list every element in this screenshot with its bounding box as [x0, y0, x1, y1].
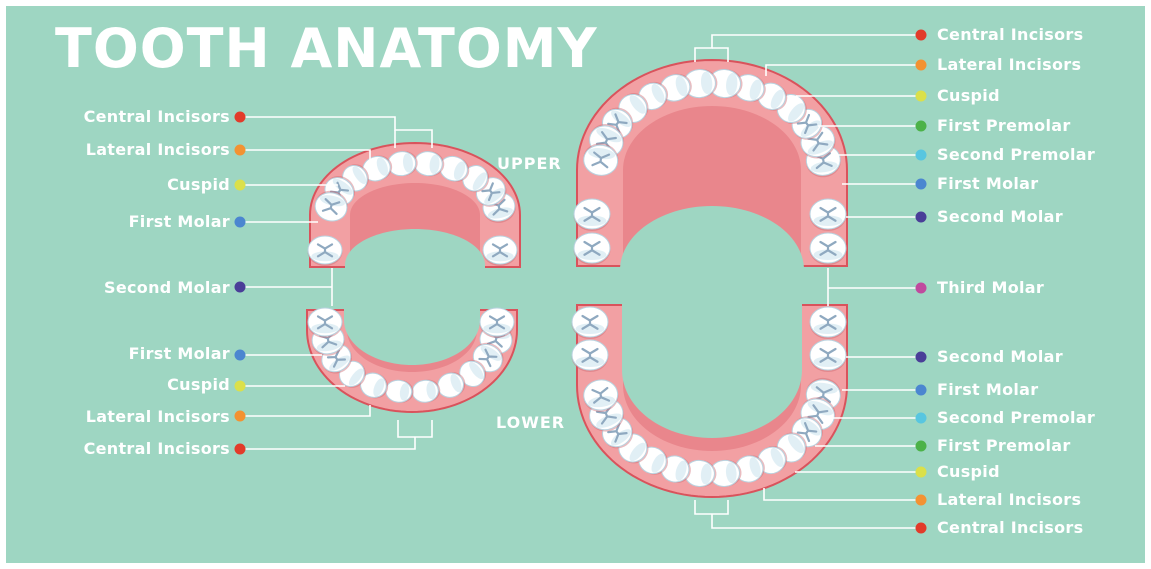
primary-upper-label: Cuspid — [0, 175, 230, 195]
primary-lower-label: Lateral Incisors — [0, 407, 230, 427]
permanent-upper-label: Cuspid — [937, 86, 1000, 106]
color-dot — [916, 523, 927, 534]
color-dot — [235, 411, 246, 422]
permanent-lower-label: Lateral Incisors — [937, 490, 1081, 510]
molar-tooth — [810, 307, 847, 339]
molar-tooth — [810, 199, 847, 231]
permanent-third-molar-label: Third Molar — [937, 278, 1044, 298]
leader-line — [695, 35, 921, 62]
primary-upper-arch — [308, 143, 521, 271]
permanent-upper-label: Second Molar — [937, 207, 1063, 227]
molar-tooth — [810, 340, 847, 372]
leader-line — [766, 65, 921, 76]
lower-jaw-label: LOWER — [496, 413, 565, 432]
permanent-upper-label: Second Premolar — [937, 145, 1095, 165]
leader-line — [695, 500, 728, 514]
leader-line — [240, 405, 370, 416]
permanent-lower-label: First Premolar — [937, 436, 1071, 456]
color-dot — [235, 145, 246, 156]
permanent-lower-label: Second Molar — [937, 347, 1063, 367]
permanent-upper-label: First Premolar — [937, 116, 1071, 136]
color-dot — [235, 350, 246, 361]
molar-tooth — [574, 233, 611, 265]
color-dot — [916, 212, 927, 223]
color-dot — [916, 413, 927, 424]
leader-line — [764, 488, 921, 500]
permanent-lower-label: Central Incisors — [937, 518, 1083, 538]
primary-upper-label: First Molar — [0, 212, 230, 232]
color-dot — [916, 30, 927, 41]
color-dot — [916, 121, 927, 132]
color-dot — [235, 180, 246, 191]
color-dot — [916, 60, 927, 71]
permanent-upper-label: Central Incisors — [937, 25, 1083, 45]
molar-tooth — [480, 308, 515, 338]
permanent-lower-label: Cuspid — [937, 462, 1000, 482]
primary-lower-label: Cuspid — [0, 375, 230, 395]
primary-lower-label: Central Incisors — [0, 439, 230, 459]
molar-tooth — [483, 236, 518, 266]
palate-opening — [622, 301, 802, 438]
color-dot — [916, 91, 927, 102]
leader-line — [712, 514, 921, 528]
permanent-upper-label: First Molar — [937, 174, 1038, 194]
permanent-lower-label: First Molar — [937, 380, 1038, 400]
primary-lower-arch — [307, 306, 517, 412]
color-dot — [916, 283, 927, 294]
molar-tooth — [572, 307, 609, 339]
color-dot — [235, 282, 246, 293]
permanent-upper-arch — [574, 60, 848, 270]
leader-line — [398, 420, 432, 437]
color-dot — [916, 385, 927, 396]
primary-lower-label: First Molar — [0, 344, 230, 364]
leader-line — [240, 437, 415, 449]
primary-upper-label: Central Incisors — [0, 107, 230, 127]
page-title: TOOTH ANATOMY — [55, 14, 598, 84]
color-dots-group — [235, 30, 927, 534]
upper-jaw-label: UPPER — [497, 154, 562, 173]
molar-tooth — [572, 340, 609, 372]
primary-upper-label: Lateral Incisors — [0, 140, 230, 160]
molar-tooth — [810, 233, 847, 265]
color-dot — [235, 112, 246, 123]
primary-upper-label: Second Molar — [0, 278, 230, 298]
color-dot — [235, 381, 246, 392]
molar-tooth — [308, 308, 343, 338]
color-dot — [235, 217, 246, 228]
molar-tooth — [574, 199, 611, 231]
permanent-lower-label: Second Premolar — [937, 408, 1095, 428]
color-dot — [916, 495, 927, 506]
arches-group — [307, 60, 847, 497]
molar-tooth — [308, 236, 343, 266]
color-dot — [916, 179, 927, 190]
color-dot — [916, 441, 927, 452]
permanent-upper-label: Lateral Incisors — [937, 55, 1081, 75]
color-dot — [235, 444, 246, 455]
color-dot — [916, 467, 927, 478]
permanent-lower-arch — [572, 301, 848, 497]
color-dot — [916, 150, 927, 161]
color-dot — [916, 352, 927, 363]
